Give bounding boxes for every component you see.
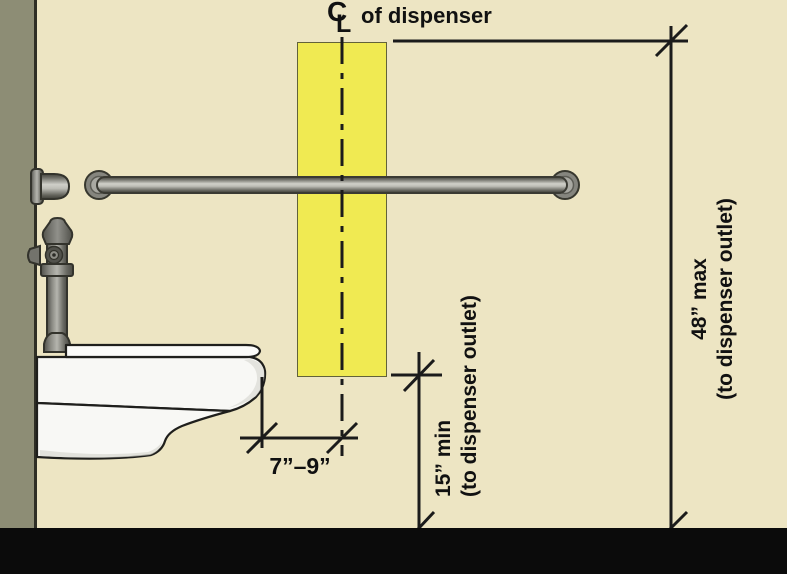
rear-grab-bar-icon <box>84 170 580 200</box>
centerline-symbol-c: C <box>327 0 348 27</box>
centerline-caption: of dispenser <box>361 3 492 28</box>
tick-offset-left <box>245 421 279 455</box>
min-height-label: 15” min (to dispenser outlet) <box>431 295 483 497</box>
offset-range-label: 7”–9” <box>269 453 331 479</box>
min-height-note: (to dispenser outlet) <box>458 295 481 497</box>
max-height-value: 48” max <box>688 258 711 340</box>
max-height-note: (to dispenser outlet) <box>714 198 737 400</box>
toilet-icon <box>35 343 267 460</box>
max-height-label: 48” max (to dispenser outlet) <box>687 177 739 421</box>
floor <box>0 528 787 574</box>
tick-min-top <box>402 358 436 393</box>
tick-offset-right <box>325 421 359 455</box>
min-height-value: 15” min <box>432 419 455 497</box>
centerline-symbol-l: L <box>336 10 352 38</box>
flush-valve-icon <box>27 216 74 353</box>
side-grab-bar-icon <box>30 168 71 205</box>
tick-top-right <box>654 23 689 58</box>
